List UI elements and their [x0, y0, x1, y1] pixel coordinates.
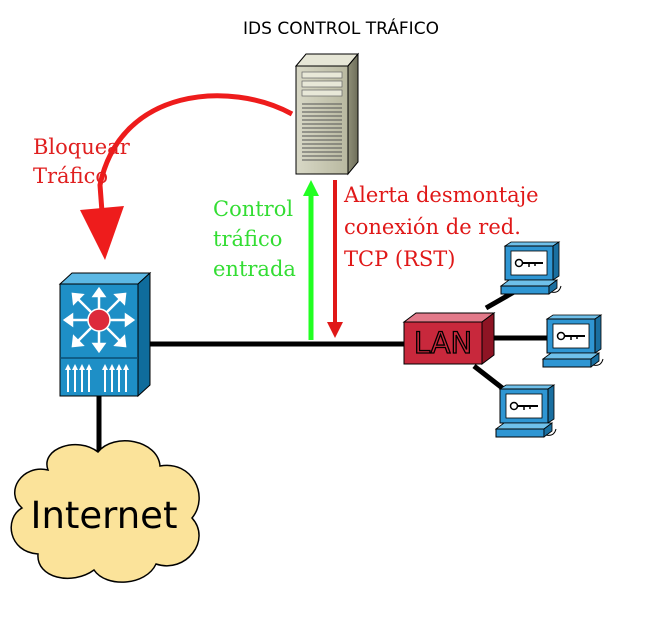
block-traffic-label: Bloquear Tráfico — [33, 135, 131, 188]
control-traffic-arrow — [303, 180, 319, 340]
control-label-line2: tráfico — [213, 227, 282, 251]
connections — [96, 289, 552, 456]
workstation-icon — [499, 241, 562, 295]
switch-icon — [58, 271, 152, 398]
lan-pc1-link — [484, 289, 516, 311]
control-label-line3: entrada — [213, 257, 296, 281]
alert-label-line3: TCP (RST) — [344, 247, 455, 271]
workstation-icon — [494, 384, 557, 438]
server-icon — [294, 52, 360, 176]
alert-label-line1: Alerta desmontaje — [343, 183, 539, 207]
internet-cloud-icon: Internet — [10, 440, 200, 583]
lan-hub-icon: LAN — [402, 312, 496, 365]
lan-label: LAN — [414, 326, 472, 360]
control-traffic-label: Control tráfico entrada — [213, 197, 296, 281]
block-label-line2: Tráfico — [33, 164, 108, 188]
alert-label-line2: conexión de red. — [344, 215, 521, 239]
alert-rst-arrow — [327, 180, 343, 338]
block-traffic-arrow — [80, 93, 294, 260]
control-label-line1: Control — [213, 197, 293, 221]
alert-rst-label: Alerta desmontaje conexión de red. TCP (… — [343, 183, 539, 271]
internet-label: Internet — [31, 494, 178, 537]
workstation-icon — [541, 314, 604, 368]
diagram-title: IDS CONTROL TRÁFICO — [243, 17, 439, 39]
block-label-line1: Bloquear — [33, 135, 131, 159]
